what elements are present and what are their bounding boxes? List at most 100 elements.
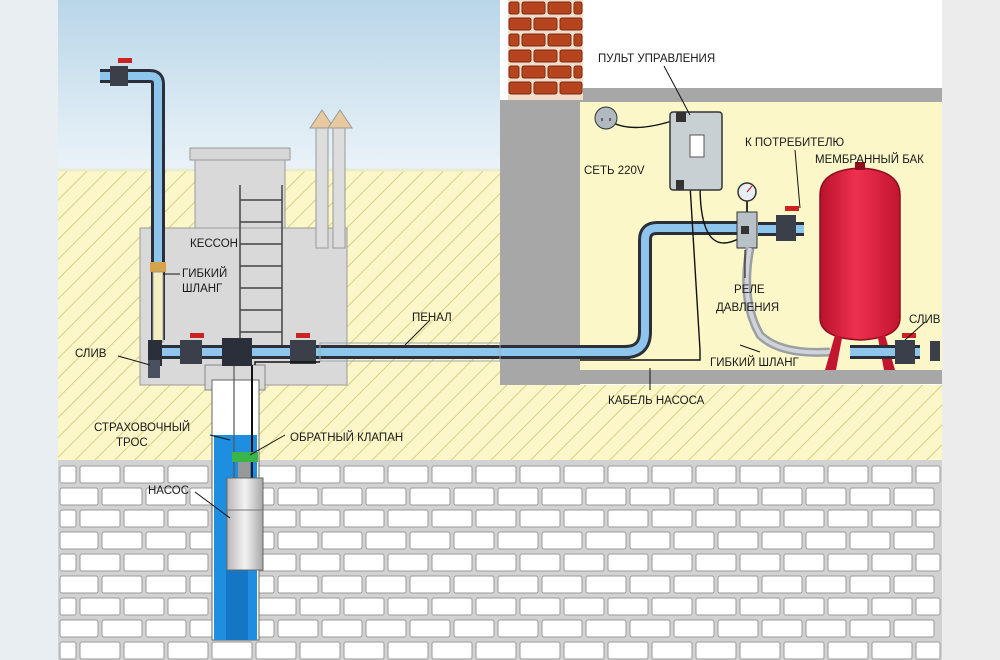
brick	[299, 597, 341, 616]
sky	[58, 0, 510, 170]
brick	[387, 509, 429, 528]
brick	[695, 641, 737, 660]
brick	[893, 531, 935, 550]
brick	[827, 465, 869, 484]
brick	[101, 575, 143, 594]
label-safety-rope-2: ТРОС	[116, 437, 148, 449]
brick	[343, 553, 385, 572]
brick	[893, 619, 935, 638]
brick	[343, 509, 385, 528]
house-wall	[500, 100, 580, 385]
label-drain-left: СЛИВ	[75, 348, 107, 360]
brick	[508, 81, 532, 95]
brick	[739, 641, 781, 660]
brick	[123, 553, 165, 572]
brick	[871, 597, 913, 616]
brick	[101, 619, 143, 638]
pressure-relay	[736, 182, 758, 249]
brick	[59, 465, 77, 484]
brick	[607, 465, 649, 484]
brick	[585, 531, 627, 550]
brick	[277, 487, 319, 506]
brick	[123, 597, 165, 616]
vent-pipes	[309, 109, 353, 249]
brick	[695, 553, 737, 572]
brick	[145, 575, 187, 594]
brick	[607, 553, 649, 572]
brick	[497, 619, 539, 638]
brick	[573, 1, 583, 15]
brick	[145, 619, 187, 638]
label-control-panel: ПУЛЬТ УПРАВЛЕНИЯ	[598, 53, 715, 65]
brick	[629, 575, 671, 594]
brick	[431, 509, 473, 528]
brick	[849, 531, 891, 550]
brick	[761, 531, 803, 550]
brick	[145, 487, 187, 506]
brick	[783, 509, 825, 528]
brick	[508, 33, 520, 47]
brick	[519, 597, 561, 616]
label-drain-right: СЛИВ	[909, 314, 941, 326]
brick	[59, 619, 99, 638]
brick	[533, 81, 558, 95]
brick	[585, 575, 627, 594]
brick	[409, 531, 451, 550]
brick	[717, 575, 759, 594]
brick	[673, 619, 715, 638]
brick	[508, 65, 520, 79]
brick	[167, 465, 209, 484]
brick	[79, 509, 121, 528]
brick	[573, 33, 583, 47]
brick	[651, 641, 693, 660]
brick	[559, 81, 583, 95]
brick-foundation	[58, 460, 942, 660]
brick	[475, 641, 517, 660]
brick	[299, 553, 341, 572]
brick	[475, 597, 517, 616]
brick	[431, 465, 473, 484]
soil-under-house	[500, 385, 942, 460]
brick	[387, 553, 429, 572]
brick	[431, 641, 473, 660]
brick	[893, 575, 935, 594]
label-check-valve: ОБРАТНЫЙ КЛАПАН	[290, 431, 403, 444]
brick	[893, 487, 935, 506]
brick	[783, 465, 825, 484]
brick	[508, 49, 532, 63]
brick	[123, 465, 165, 484]
brick	[761, 487, 803, 506]
brick	[277, 531, 319, 550]
brick	[849, 619, 891, 638]
brick	[79, 465, 121, 484]
brick	[519, 509, 561, 528]
brick	[783, 641, 825, 660]
chimney	[508, 0, 583, 100]
brick	[739, 465, 781, 484]
brick	[629, 531, 671, 550]
left-margin	[0, 0, 58, 660]
brick	[299, 509, 341, 528]
brick	[541, 487, 583, 506]
floor-slab	[580, 370, 942, 384]
brick	[453, 619, 495, 638]
brick	[387, 641, 429, 660]
brick	[453, 575, 495, 594]
main-pipe	[150, 221, 804, 362]
label-flex-hose-right: ГИБКИЙ ШЛАНГ	[710, 356, 800, 369]
brick	[739, 553, 781, 572]
brick	[607, 509, 649, 528]
brick	[559, 49, 583, 63]
brick	[321, 619, 363, 638]
brick	[827, 597, 869, 616]
brick	[783, 597, 825, 616]
brick	[123, 509, 165, 528]
brick	[629, 619, 671, 638]
brick	[365, 619, 407, 638]
brick	[255, 641, 297, 660]
membrane-tank	[819, 162, 901, 370]
brick	[211, 641, 253, 660]
brick	[59, 575, 99, 594]
label-caisson: КЕССОН	[190, 238, 238, 250]
